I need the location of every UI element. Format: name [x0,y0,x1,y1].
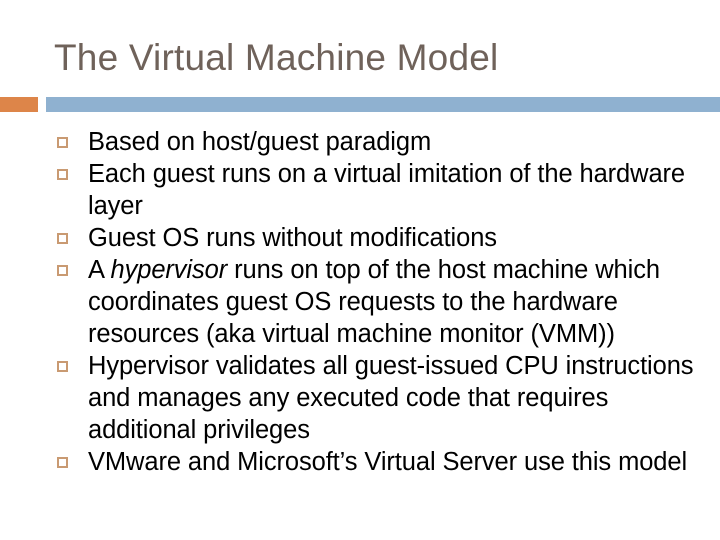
emphasised-term: hypervisor [110,256,228,284]
title-divider [0,97,720,112]
hollow-square-bullet [57,137,68,148]
list-item-label: Each guest runs on a virtual imitation o… [88,158,702,222]
list-item-label: Based on host/guest paradigm [88,126,702,158]
list-item: A hypervisor runs on top of the host mac… [0,254,720,350]
list-item: Hypervisor validates all guest-issued CP… [0,350,720,446]
accent-block [0,97,38,112]
hollow-square-bullet [57,457,68,468]
text-run: Guest OS runs without modifications [88,224,497,252]
text-run: VMware and Microsoft’s Virtual Server us… [88,448,688,476]
text-run: runs on top of the host machine which co… [88,256,660,348]
list-item: Each guest runs on a virtual imitation o… [0,158,720,222]
hollow-square-bullet [57,233,68,244]
text-run: A [88,256,111,284]
page-title: The Virtual Machine Model [54,37,499,78]
divider-bar [46,97,720,112]
list-item: Guest OS runs without modifications [0,222,720,254]
text-run: Based on host/guest paradigm [88,128,432,156]
hollow-square-bullet [57,169,68,180]
list-item-label: Guest OS runs without modifications [88,222,702,254]
list-item-label: VMware and Microsoft’s Virtual Server us… [88,446,702,478]
list-item-label: A hypervisor runs on top of the host mac… [88,254,702,350]
list-item-label: Hypervisor validates all guest-issued CP… [88,350,702,446]
text-run: Hypervisor validates all guest-issued CP… [88,352,694,444]
text-run: Each guest runs on a virtual imitation o… [88,160,686,220]
list-item: VMware and Microsoft’s Virtual Server us… [0,446,720,478]
hollow-square-bullet [57,265,68,276]
hollow-square-bullet [57,361,68,372]
list-item: Based on host/guest paradigm [0,126,720,158]
